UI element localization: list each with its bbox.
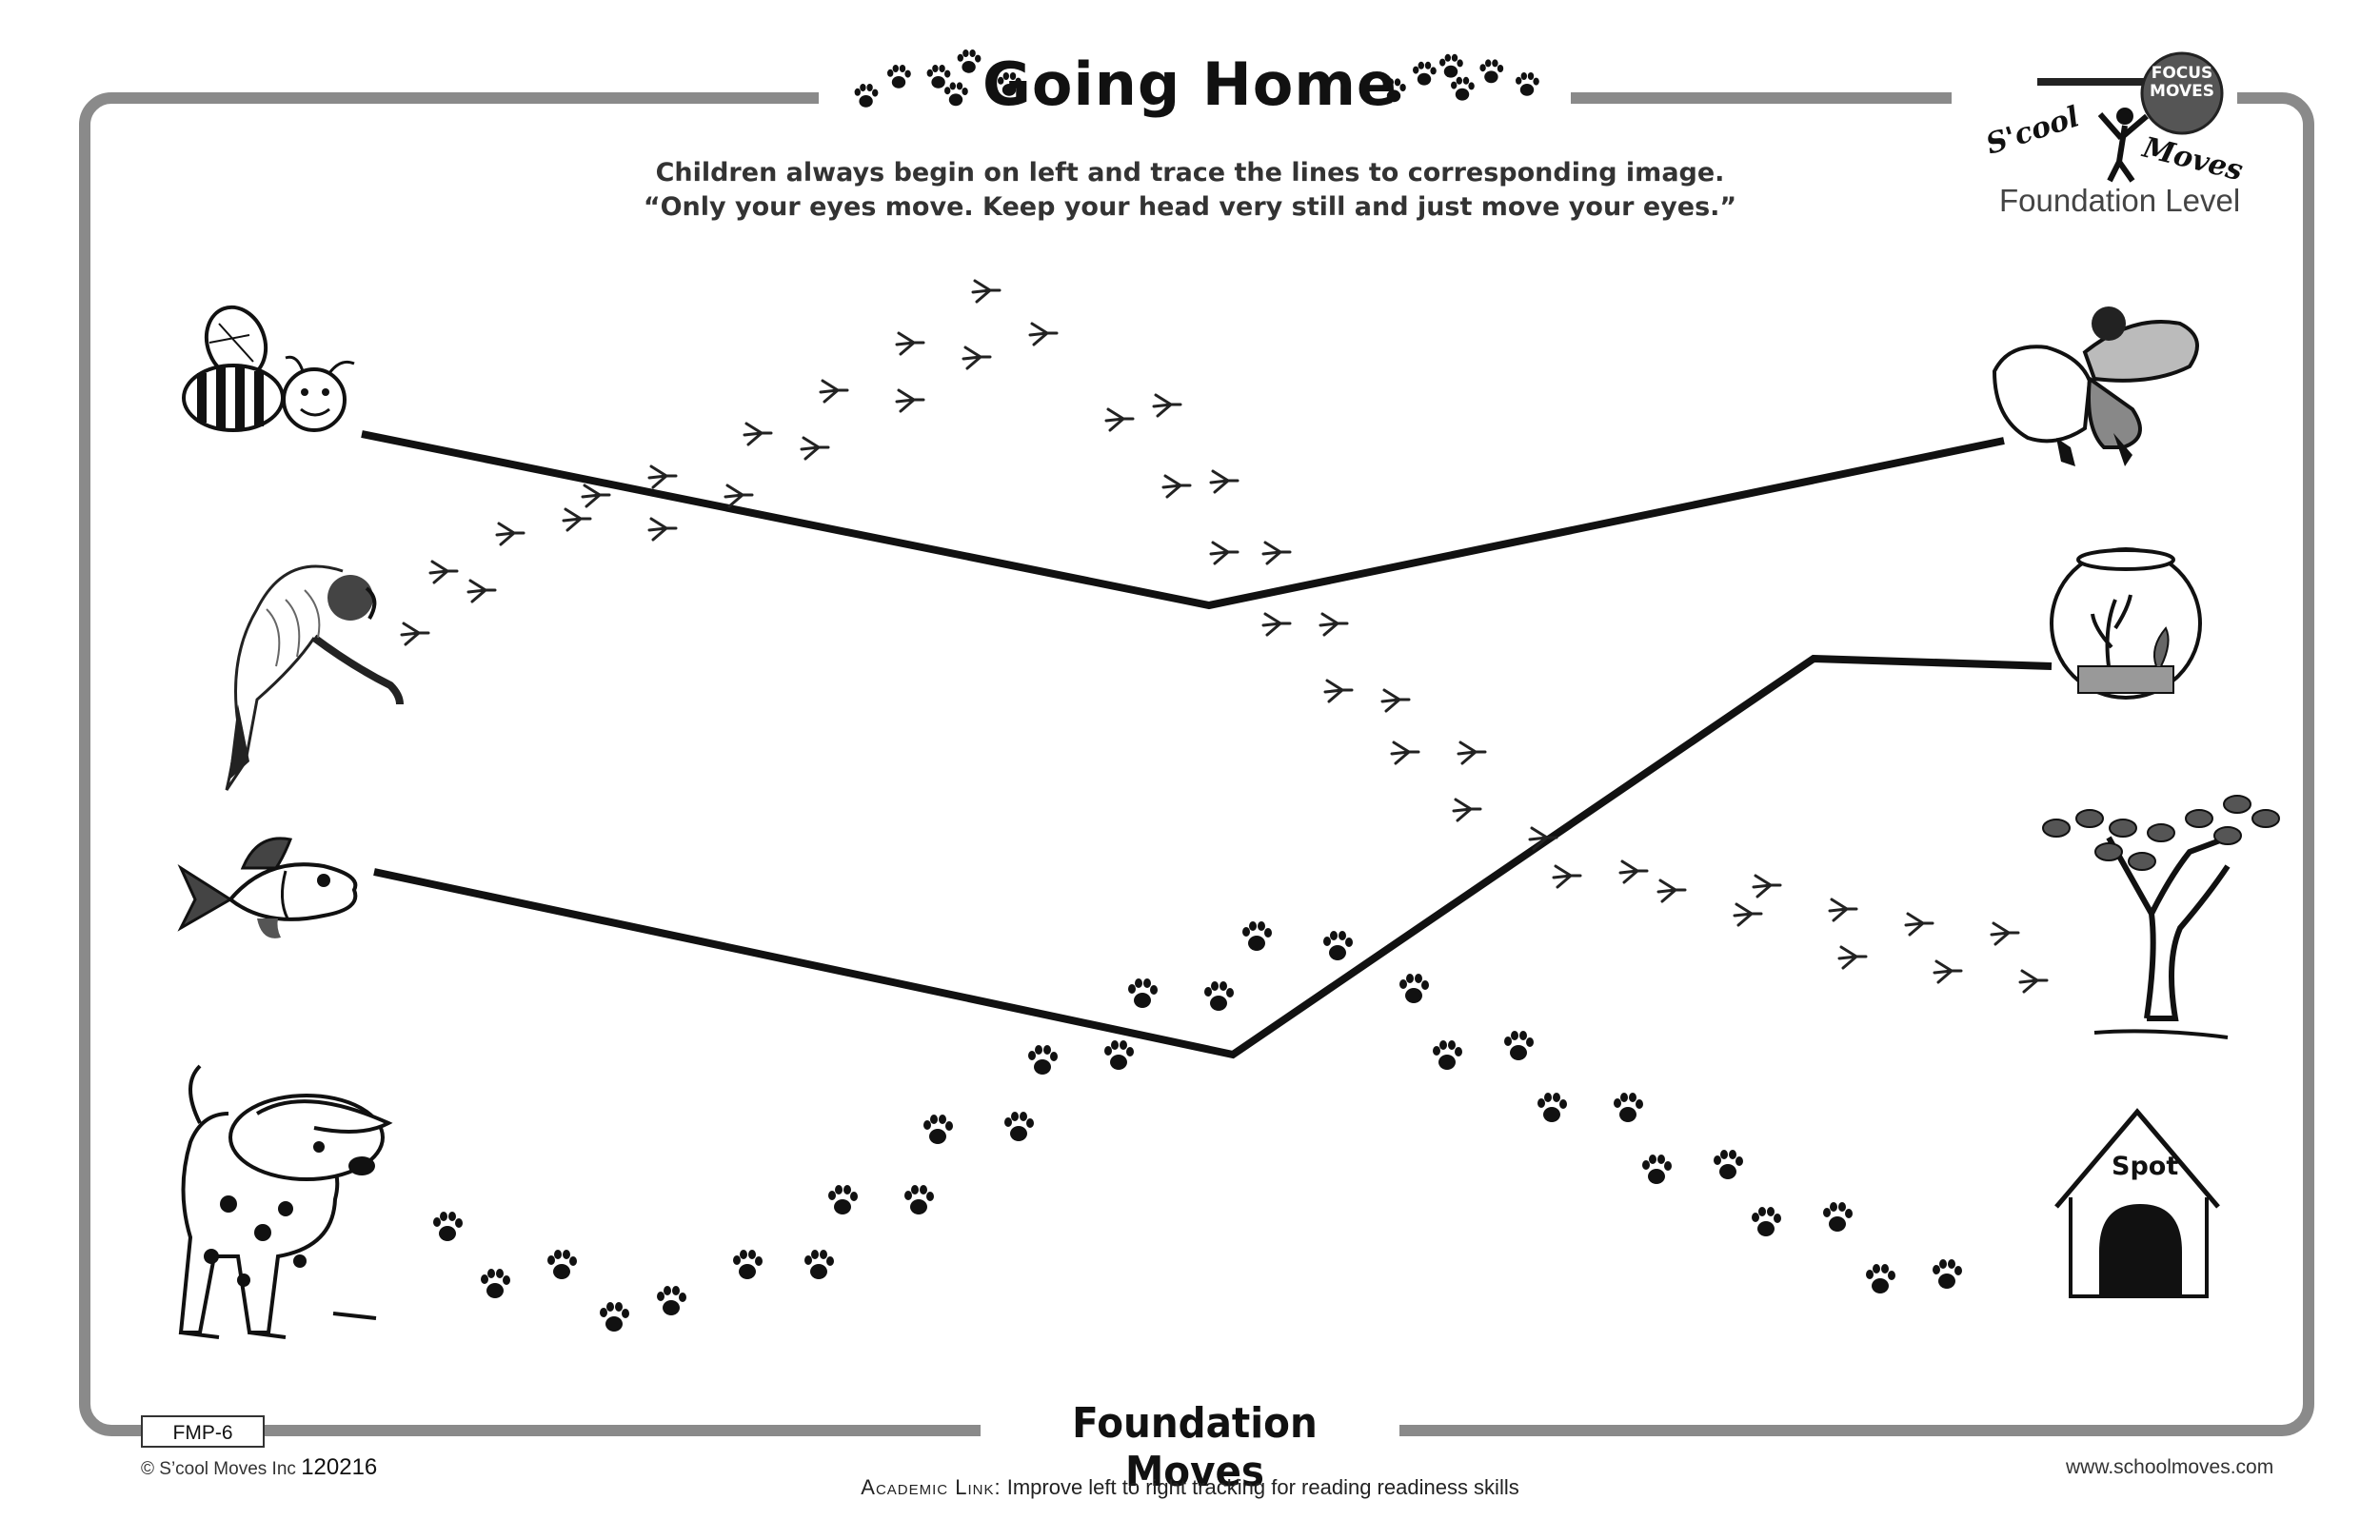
page-frame <box>79 92 2314 1436</box>
bird-tracks-parrot-to-tree[interactable] <box>400 279 2049 994</box>
bee-icon[interactable] <box>182 299 355 432</box>
copyright-number: 120216 <box>301 1454 378 1480</box>
trace-line-fish-to-fishbowl[interactable] <box>373 654 2053 1059</box>
fishbowl-icon[interactable] <box>2050 547 2202 700</box>
title-paw-decoration-left <box>854 49 1021 108</box>
trace-line-bee-to-flower[interactable] <box>361 430 2005 610</box>
copyright-prefix: © S’cool Moves Inc <box>141 1459 296 1479</box>
instruction-line-2: “Only your eyes move. Keep your head ver… <box>643 192 1737 222</box>
footer-title: Foundation Moves <box>1006 1399 1383 1496</box>
worksheet-code: FMP-6 <box>141 1415 265 1448</box>
dog-icon[interactable] <box>178 1064 393 1339</box>
parrot-icon[interactable] <box>225 564 404 791</box>
flower-icon[interactable] <box>1992 306 2199 466</box>
paw-prints-dog-to-doghouse[interactable] <box>433 921 1962 1332</box>
foundation-level-label: Foundation Level <box>1999 183 2241 218</box>
academic-link-label: Academic Link: <box>861 1475 1002 1499</box>
website-link[interactable]: www.schoolmoves.com <box>2066 1456 2274 1478</box>
tree-icon[interactable] <box>2042 795 2280 1039</box>
doghouse-icon[interactable] <box>2054 1108 2220 1298</box>
academic-link-text: Improve left to right tracking for readi… <box>1001 1475 1519 1499</box>
page-title: Going Home <box>0 49 2380 119</box>
copyright: © S’cool Moves Inc 120216 <box>141 1454 377 1481</box>
title-paw-decoration-right <box>1382 53 1539 103</box>
academic-link: Academic Link: Improve left to right tra… <box>0 1475 2380 1500</box>
doghouse-name-label: Spot <box>2112 1152 2179 1181</box>
fish-icon[interactable] <box>177 837 358 938</box>
instruction-line-1: Children always begin on left and trace … <box>655 158 1725 188</box>
